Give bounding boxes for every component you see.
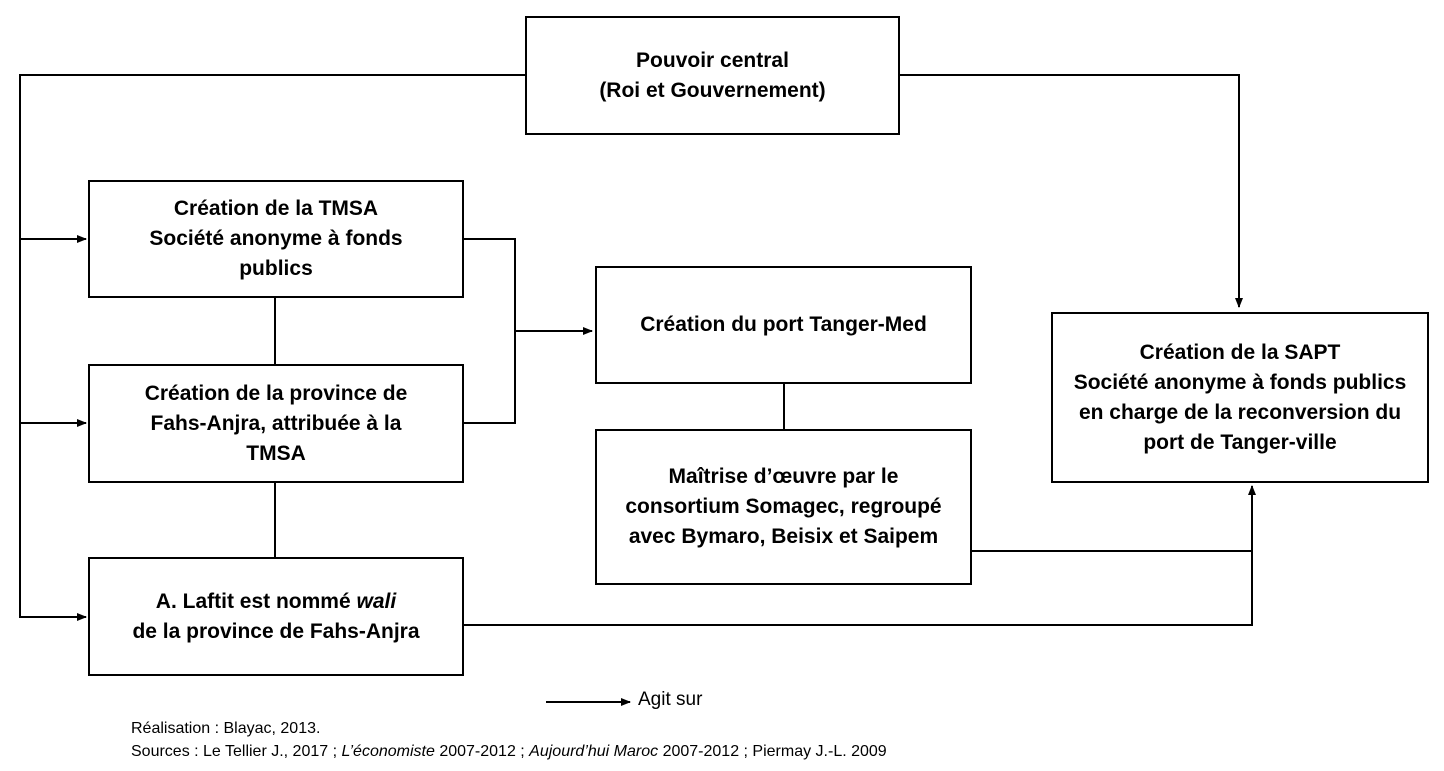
wali-line2: de la province de Fahs-Anjra [132, 619, 420, 643]
sources-part3: 2007-2012 ; [434, 743, 530, 760]
box-creation-province: Création de la province de Fahs-Anjra, a… [88, 364, 464, 483]
tmsa-line1: Création de la TMSA [173, 197, 379, 220]
box-creation-tmsa: Création de la TMSA Société anonyme à fo… [88, 180, 464, 298]
box-creation-port: Création du port Tanger-Med [595, 266, 972, 384]
box-laftit-wali: A. Laftit est nommé wali de la province … [88, 557, 464, 676]
pouvoir-line2: (Roi et Gouvernement) [599, 78, 826, 102]
box-creation-sapt: Création de la SAPT Société anonyme à fo… [1051, 312, 1429, 483]
maitrise-line2: consortium Somagec, regroupé [625, 495, 942, 518]
bracket-to-port [463, 238, 516, 424]
sapt-line1: Création de la SAPT [1139, 340, 1341, 364]
sources-part1: Sources : Le Tellier J., 2017 ; [131, 743, 342, 760]
wali-line1-italic: wali [356, 589, 397, 613]
legend-label: Agit sur [638, 689, 703, 710]
tmsa-line2: Société anonyme à fonds [149, 227, 403, 250]
credits-sources: Sources : Le Tellier J., 2017 ; L’économ… [131, 740, 887, 763]
sapt-line4: port de Tanger-ville [1143, 430, 1337, 454]
sources-part5: 2007-2012 ; Piermay J.-L. 2009 [658, 743, 887, 760]
province-line3: TMSA [246, 441, 306, 465]
wali-line1: A. Laftit est nommé wali [156, 587, 396, 617]
sapt-line2: Société anonyme à fonds publics [1073, 370, 1407, 394]
port-line1: Création du port Tanger-Med [640, 313, 927, 336]
sources-part2: L’économiste [341, 743, 435, 760]
wali-line1-prefix: A. Laftit est nommé [155, 589, 357, 613]
arrow-to-sapt-bottom [463, 485, 1256, 626]
credits-realisation: Réalisation : Blayac, 2013. [131, 720, 321, 737]
sources-part4: Aujourd’hui Maroc [529, 743, 659, 760]
arrow-to-sapt-top [899, 74, 1243, 308]
maitrise-line3: avec Bymaro, Beisix et Saipem [628, 525, 939, 548]
tmsa-line3: publics [239, 257, 313, 280]
province-line2: Fahs-Anjra, attribuée à la [150, 411, 402, 435]
credits: Réalisation : Blayac, 2013. Sources : Le… [131, 717, 887, 763]
pouvoir-line1: Pouvoir central [636, 48, 789, 72]
province-line1: Création de la province de [144, 381, 408, 405]
box-pouvoir-central: Pouvoir central (Roi et Gouvernement) [525, 16, 900, 135]
maitrise-line1: Maîtrise d’œuvre par le [668, 465, 899, 488]
box-maitrise-oeuvre: Maîtrise d’œuvre par le consortium Somag… [595, 429, 972, 585]
sapt-line3: en charge de la reconversion du [1078, 400, 1402, 424]
trunk-left [19, 74, 525, 618]
